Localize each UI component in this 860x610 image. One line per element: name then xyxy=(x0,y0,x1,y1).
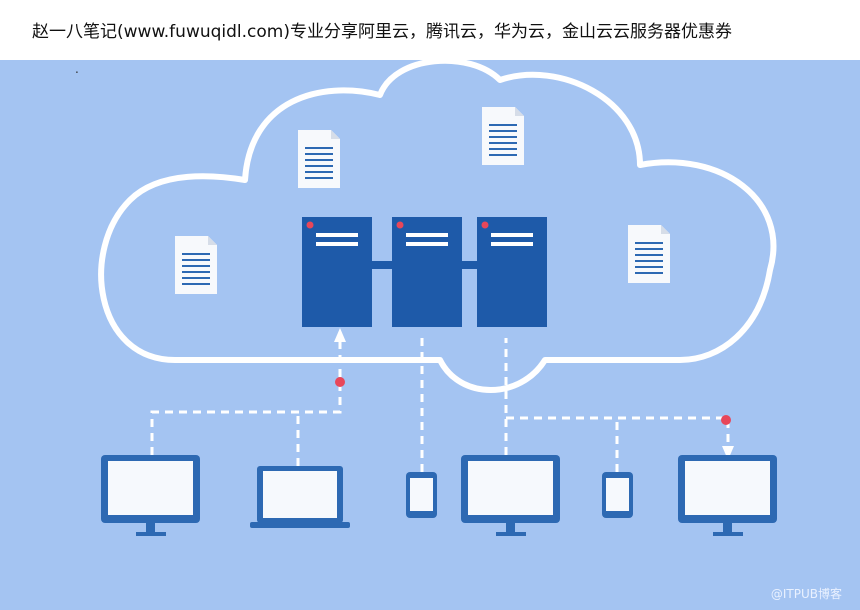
server-icon xyxy=(302,217,372,327)
laptop-icon xyxy=(250,466,350,528)
document-icon xyxy=(628,225,670,283)
signal-dot xyxy=(335,377,345,387)
document-icon xyxy=(482,107,524,165)
monitor-icon xyxy=(678,455,777,536)
phone-icon xyxy=(602,472,633,518)
arrow-down-icon xyxy=(722,446,734,460)
document-icon xyxy=(298,130,340,188)
dot-mark: . xyxy=(75,62,79,76)
server-icon xyxy=(392,217,462,327)
connection-lines xyxy=(150,338,730,472)
server-link xyxy=(370,261,394,269)
arrow-up-icon xyxy=(334,328,346,342)
cloud-outline xyxy=(98,57,777,393)
monitor-icon xyxy=(461,455,560,536)
server-icon xyxy=(477,217,547,327)
header-banner: 赵一八笔记(www.fuwuqidl.com)专业分享阿里云，腾讯云，华为云，金… xyxy=(0,0,860,60)
header-title: 赵一八笔记(www.fuwuqidl.com)专业分享阿里云，腾讯云，华为云，金… xyxy=(32,22,732,42)
phone-icon xyxy=(406,472,437,518)
monitor-icon xyxy=(101,455,200,536)
document-icon xyxy=(175,236,217,294)
signal-dot xyxy=(721,415,731,425)
server-link xyxy=(460,261,480,269)
watermark-text: @ITPUB博客 xyxy=(770,587,842,601)
